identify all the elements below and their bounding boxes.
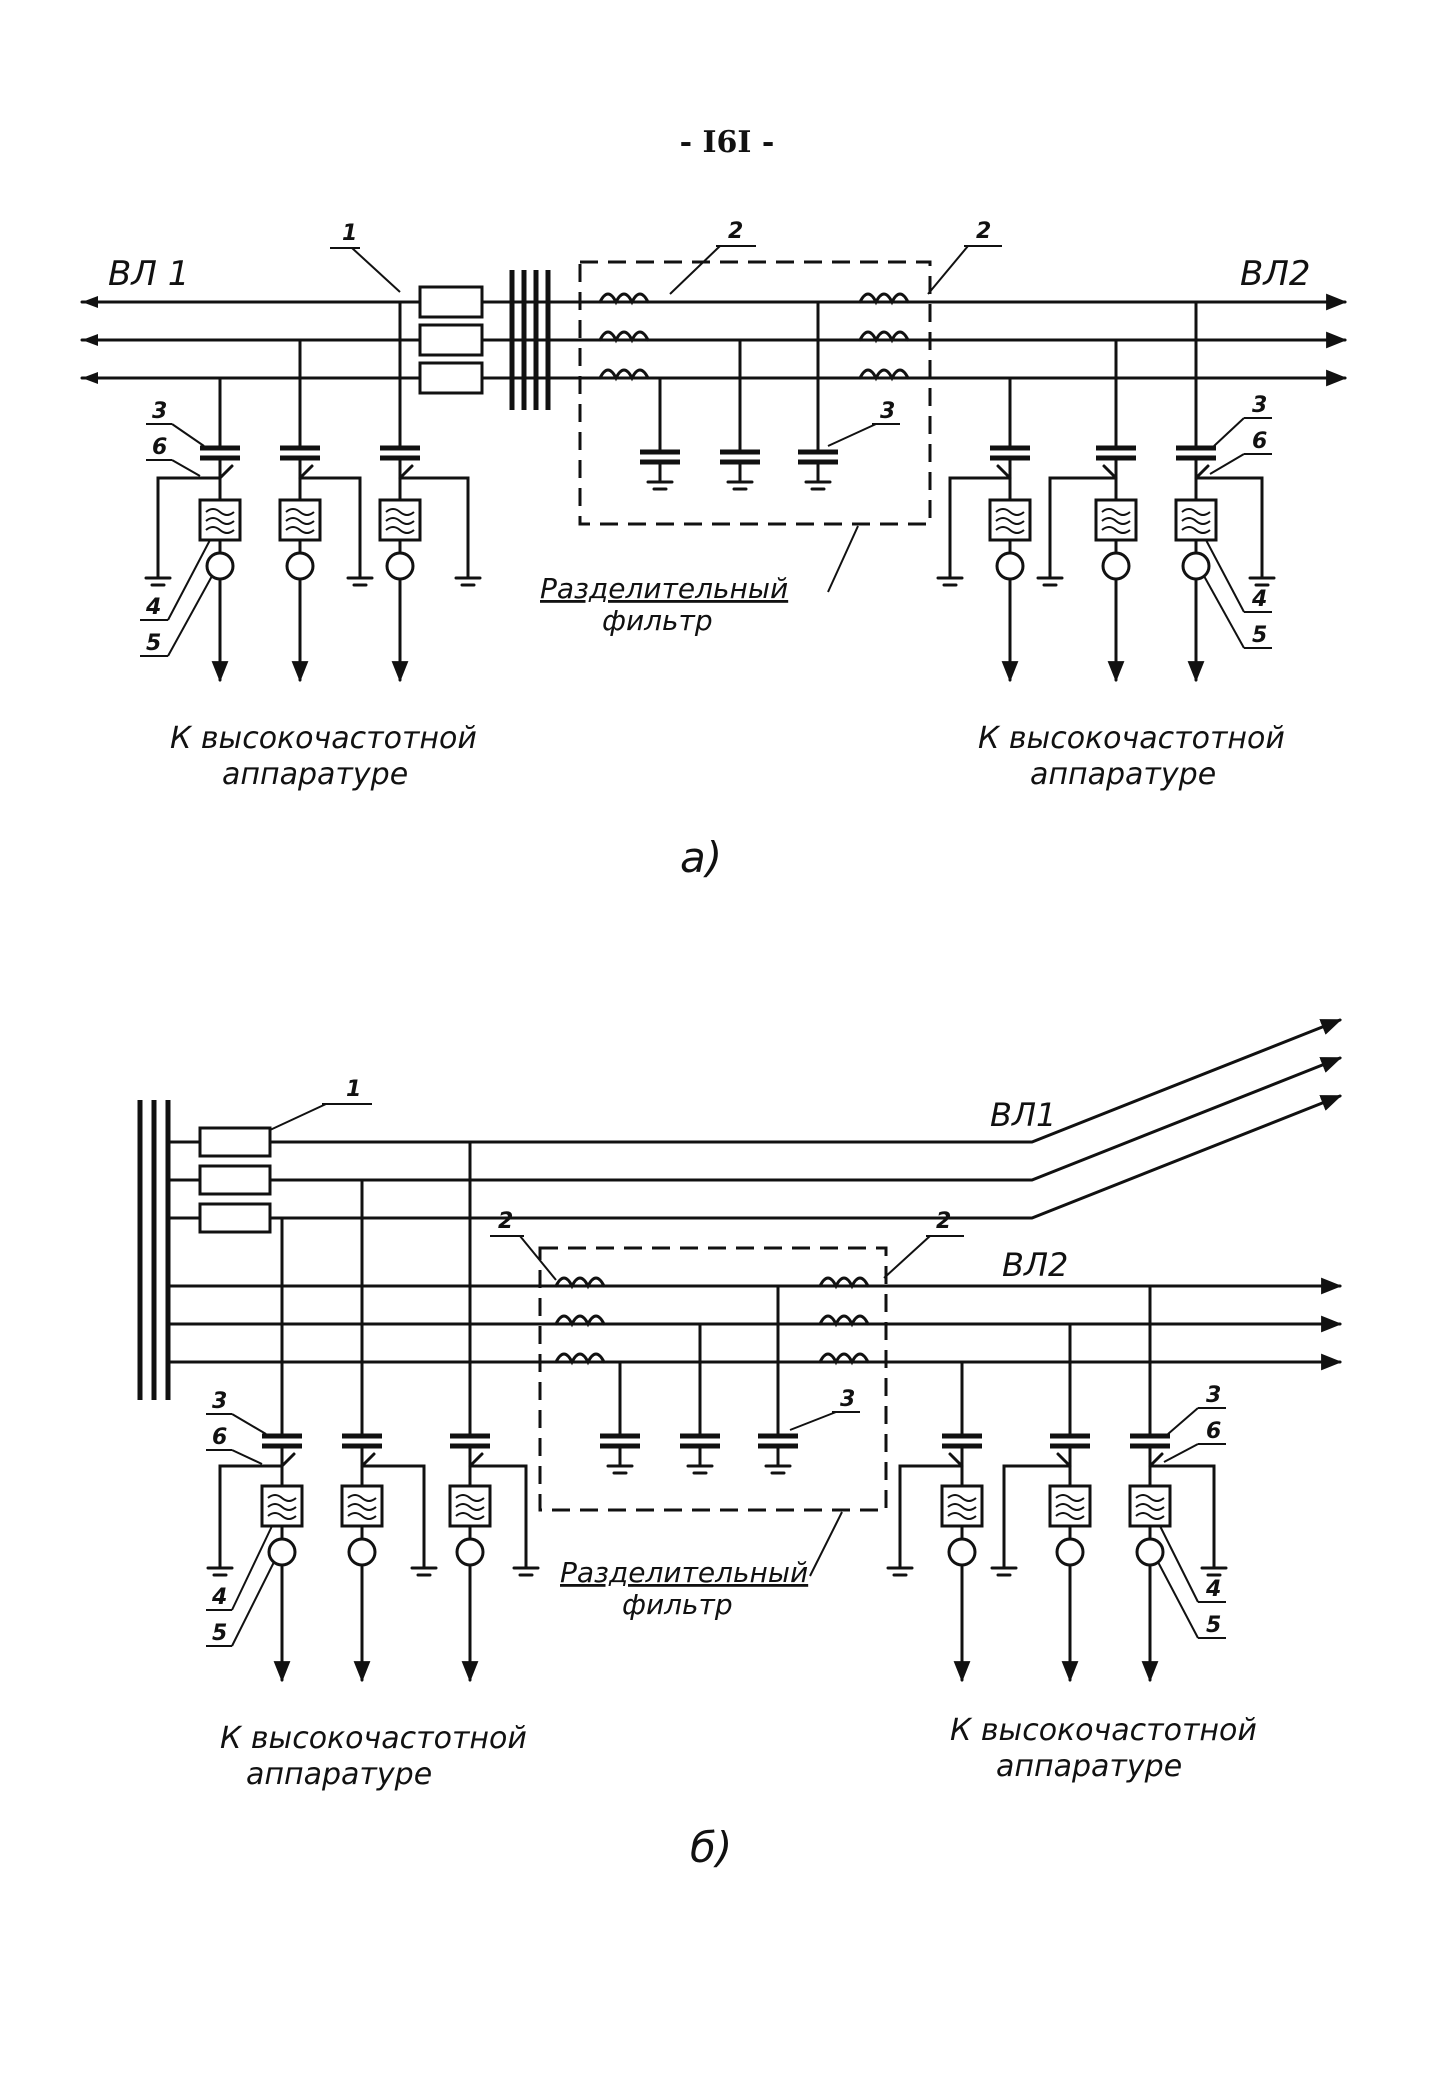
tag-3-filter: 3 [880,399,895,424]
vl2-conductors [166,1277,1343,1371]
dest-label-left-line2: аппаратуре [222,757,408,792]
tag-5-left: 5 [212,1621,227,1646]
busbars [137,1100,171,1400]
tag-1: 1 [346,1077,361,1102]
tag-2a: 2 [498,1209,513,1234]
caption-b: б) [690,1823,732,1872]
separating-filter-box [538,1246,888,1512]
vl1-conductors [166,1018,1342,1220]
tag-3-right: 3 [1252,393,1267,418]
filter-coils-left [554,1276,606,1366]
tag-3-left: 3 [152,399,167,424]
line-label-vl2: ВЛ2 [1002,1246,1068,1284]
coupling-units-right [936,300,1276,683]
coupling-units-left [144,300,482,683]
coupling-units-left [206,1140,540,1683]
filter-label-line1: Разделительный [560,1556,808,1589]
line-trap-group [198,1126,272,1234]
tag-3-filter: 3 [840,1387,855,1412]
line-label-vl2: ВЛ2 [1240,254,1311,294]
tag-1: 1 [342,221,357,246]
dest-label-left-line1: К высокочастотной [170,721,477,756]
dest-label-right-line1: К высокочастотной [950,1713,1257,1748]
line-trap-group [418,285,484,395]
tag-2b: 2 [976,219,991,244]
dest-label-right-line2: аппаратуре [996,1749,1182,1784]
filter-coils-right [858,292,910,382]
tag-3-right: 3 [1206,1383,1221,1408]
tag-2a: 2 [728,219,743,244]
busbars [509,270,551,410]
diagram-a: ВЛ 1 ВЛ2 1 [80,219,1348,882]
filter-capacitors [640,300,838,491]
coupling-units-right [886,1284,1228,1683]
filter-label-line1: Разделительный [540,572,788,605]
line-label-vl1: ВЛ1 [990,1096,1056,1134]
filter-label-line2: фильтр [602,604,713,637]
caption-a: а) [680,833,722,882]
tag-4-left: 4 [211,1585,227,1610]
tag-4-right: 4 [1251,587,1267,612]
tag-6-left: 6 [212,1425,227,1450]
tag-6-left: 6 [152,435,167,460]
tag-6-right: 6 [1206,1419,1221,1444]
tag-5-right: 5 [1206,1613,1221,1638]
phase-conductors [80,293,1348,387]
page-number: - I6I - [680,125,775,160]
dest-label-left-line1: К высокочастотной [220,1721,527,1756]
tag-5-left: 5 [146,631,161,656]
line-label-vl1: ВЛ 1 [108,254,189,294]
dest-label-left-line2: аппаратуре [246,1757,432,1792]
tag-2b: 2 [936,1209,951,1234]
dest-label-right-line1: К высокочастотной [978,721,1285,756]
tag-4-right: 4 [1205,1577,1221,1602]
tag-5-right: 5 [1252,623,1267,648]
filter-label-line2: фильтр [622,1588,733,1621]
filter-coils-left [598,292,650,382]
filter-capacitors [600,1284,798,1475]
tag-4-left: 4 [145,595,161,620]
separating-filter-box [578,260,932,526]
filter-coils-right [818,1276,870,1366]
tag-6-right: 6 [1252,429,1267,454]
tag-3-left: 3 [212,1389,227,1414]
diagram-b: ВЛ1 1 ВЛ2 [137,1018,1343,1872]
dest-label-right-line2: аппаратуре [1030,757,1216,792]
